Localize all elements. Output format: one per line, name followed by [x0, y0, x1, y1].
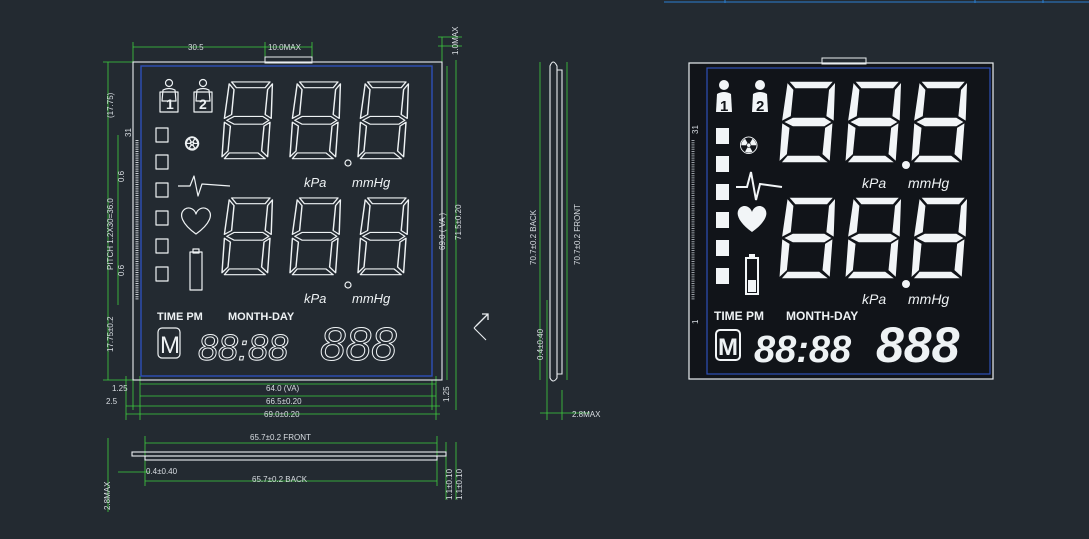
lcd-render-outline: [688, 62, 994, 380]
front-glass-outline: [132, 61, 443, 381]
front-time-label: TIME PM: [157, 311, 203, 323]
memory-icon: [715, 329, 741, 361]
bottom-dim-thick: 0.4±0.40: [146, 467, 178, 476]
dim-bottom-va: 64.0 (VA): [266, 384, 300, 393]
dim-left-bottom: 17.75±0.2: [106, 316, 115, 352]
svg-text:☢: ☢: [184, 134, 200, 154]
bottom-dim-right-a: 1.1±0.10: [445, 468, 454, 500]
lcd-render-segments: 1 2 ☢: [714, 80, 967, 373]
bottom-view: 65.7±0.2 FRONT 65.7±0.2 BACK 0.4±0.40 2.…: [103, 433, 464, 512]
bottom-dim-back: 65.7±0.2 BACK: [252, 475, 308, 484]
diastolic-digits: [779, 197, 967, 288]
dim-left-pitch: PITCH 1.2X30=36.0: [106, 198, 115, 270]
systolic-digits: [779, 81, 967, 169]
bottom-dim-max: 2.8MAX: [103, 481, 112, 510]
front-counter: 888: [320, 318, 397, 370]
front-viewing-area: [140, 65, 433, 377]
pin-label-31: 31: [124, 128, 133, 137]
front-tab: [264, 56, 313, 64]
dim-bottom-mid: 66.5±0.20: [266, 397, 302, 406]
front-lcd-segments: 1 2 ☢ kPa mmHg: [155, 78, 410, 371]
dim-left-pitch-small-a: 0.6: [117, 170, 126, 182]
heart-icon: [737, 205, 767, 232]
battery-icon: [745, 254, 759, 295]
lcd-counter: 888: [876, 317, 960, 373]
bottom-dim-front: 65.7±0.2 FRONT: [250, 433, 311, 442]
front-unit-mmhg-1: mmHg: [352, 175, 391, 190]
lcd-unit-kpa-2: kPa: [862, 291, 886, 307]
top-right-frame-lines: [664, 0, 1089, 3]
front-memory: M: [160, 332, 180, 359]
lcd-unit-mmhg-2: mmHg: [908, 291, 949, 307]
dim-bottom-left-a: 1.25: [112, 384, 128, 393]
lcd-pin-label-1: 1: [691, 319, 700, 324]
side-dim-front: 70.7±0.2 FRONT: [573, 204, 582, 265]
bp-level-bars: [716, 128, 729, 284]
side-view: 70.7±0.2 BACK 70.7±0.2 FRONT 0.4±0.40 2.…: [473, 61, 601, 420]
bottom-glass-back: [144, 455, 438, 461]
front-unit-kpa-1: kPa: [304, 175, 326, 190]
lcd-pin-label-31: 31: [691, 125, 700, 134]
dim-right-total: 71.5±0.20: [454, 204, 463, 240]
user2-icon: 2: [752, 80, 768, 115]
lcd-time-label: TIME PM: [714, 309, 764, 323]
dim-bottom-left-b: 2.5: [106, 397, 118, 406]
front-unit-mmhg-2: mmHg: [352, 291, 391, 306]
svg-text:1: 1: [720, 98, 728, 115]
pulse-icon: [736, 171, 783, 201]
dim-bottom-right: 1.25: [442, 386, 451, 402]
arrow-cursor-icon: [473, 313, 489, 341]
lcd-render: 31 1 1 2 ☢: [688, 57, 994, 380]
lcd-clock: 88:88: [754, 329, 852, 371]
side-dim-thick: 0.4±0.40: [536, 328, 545, 360]
front-date-label: MONTH-DAY: [228, 311, 295, 323]
lcd-date-label: MONTH-DAY: [786, 309, 858, 323]
dim-top-left: 30.5: [188, 43, 204, 52]
dim-top-right: 1.0MAX: [451, 26, 460, 55]
front-user1: 1: [166, 96, 174, 112]
side-dim-back: 70.7±0.2 BACK: [529, 209, 538, 265]
dim-bottom-total: 69.0±0.20: [264, 410, 300, 419]
front-view: 31 30.5 10.0MAX 1.0MAX (17.75) PITCH 1.2…: [103, 26, 463, 420]
dim-left-top: (17.75): [106, 92, 115, 118]
lcd-unit-mmhg-1: mmHg: [908, 175, 949, 191]
bottom-dim-right-b: 1.1±0.10: [455, 468, 464, 500]
front-user2: 2: [199, 96, 207, 112]
front-clock: 88:88: [198, 327, 288, 368]
user1-icon: 1: [716, 80, 732, 115]
dim-top-tab: 10.0MAX: [268, 43, 302, 52]
front-unit-kpa-2: kPa: [304, 291, 326, 306]
side-dim-max: 2.8MAX: [572, 410, 601, 419]
movement-icon: ☢: [738, 133, 760, 160]
svg-text:2: 2: [756, 98, 764, 115]
bottom-glass-front: [131, 451, 447, 457]
dim-left-pitch-small-b: 0.6: [117, 264, 126, 276]
dim-right-va: 69.0 ( VA ): [438, 212, 447, 250]
lcd-unit-kpa-1: kPa: [862, 175, 886, 191]
lcd-memory: M: [718, 334, 738, 361]
